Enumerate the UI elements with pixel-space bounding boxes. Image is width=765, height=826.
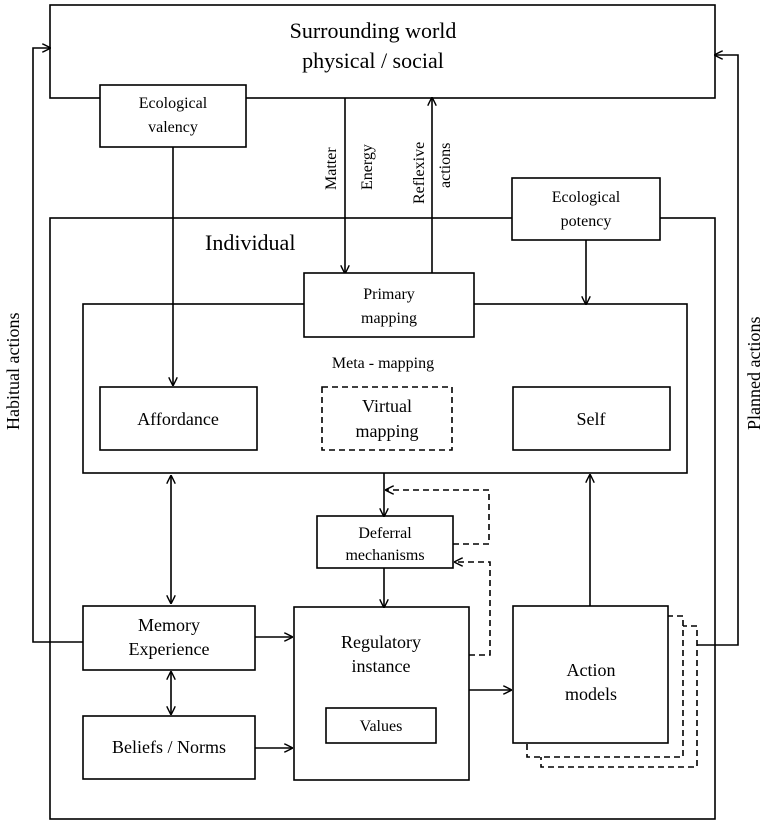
planned-actions-label: Planned actions: [744, 317, 764, 430]
regulatory-feedback-to-meta: [386, 490, 490, 545]
ecological-valency-box: [99, 84, 247, 148]
memory-label-1: Memory: [138, 615, 200, 635]
beliefs-label: Beliefs / Norms: [112, 737, 226, 757]
individual-label: Individual: [205, 230, 295, 255]
world-title-line2: physical / social: [302, 48, 444, 73]
values-box: [325, 707, 437, 744]
virtual-mapping-label-2: mapping: [356, 421, 419, 441]
virtual-mapping-box: [321, 386, 453, 451]
primary-mapping-box: [303, 272, 475, 338]
affordance-label: Affordance: [137, 409, 219, 429]
action-models-box: [512, 605, 669, 744]
individual-box: [49, 217, 716, 820]
primary-mapping-label-2: mapping: [361, 310, 417, 327]
action-models-label-2: models: [565, 684, 617, 704]
ecological-potency-label-2: potency: [561, 213, 612, 230]
reflexive-label: Reflexive: [411, 142, 428, 204]
ecological-potency-label-1: Ecological: [552, 189, 621, 206]
actions-label: actions: [437, 143, 454, 188]
memory-experience-box: [82, 605, 256, 671]
habitual-actions-label: Habitual actions: [3, 313, 23, 430]
habitual-actions-line: [32, 48, 83, 643]
planned-actions-line: [668, 55, 739, 646]
primary-mapping-label-1: Primary: [363, 286, 415, 303]
virtual-mapping-label-1: Virtual: [362, 396, 412, 416]
affordance-box: [99, 386, 258, 451]
deferral-label-1: Deferral: [358, 525, 412, 542]
memory-label-2: Experience: [129, 639, 210, 659]
meta-mapping-label: Meta - mapping: [332, 355, 434, 372]
ecological-valency-label-2: valency: [148, 119, 198, 136]
regulatory-label-1: Regulatory: [341, 632, 421, 652]
regulatory-label-2: instance: [352, 656, 411, 676]
world-title-line1: Surrounding world: [290, 18, 457, 43]
energy-label: Energy: [359, 144, 376, 190]
action-models-label-1: Action: [567, 660, 616, 680]
deferral-mechanisms-box: [316, 515, 454, 569]
beliefs-norms-box: [82, 715, 256, 780]
ecological-valency-label-1: Ecological: [139, 95, 208, 112]
regulatory-feedback-to-deferral: [455, 562, 491, 656]
deferral-label-2: mechanisms: [345, 547, 424, 564]
values-label: Values: [360, 718, 403, 735]
ecological-potency-box: [511, 177, 661, 241]
matter-label: Matter: [323, 147, 340, 190]
self-label: Self: [577, 409, 606, 429]
self-box: [512, 386, 671, 451]
